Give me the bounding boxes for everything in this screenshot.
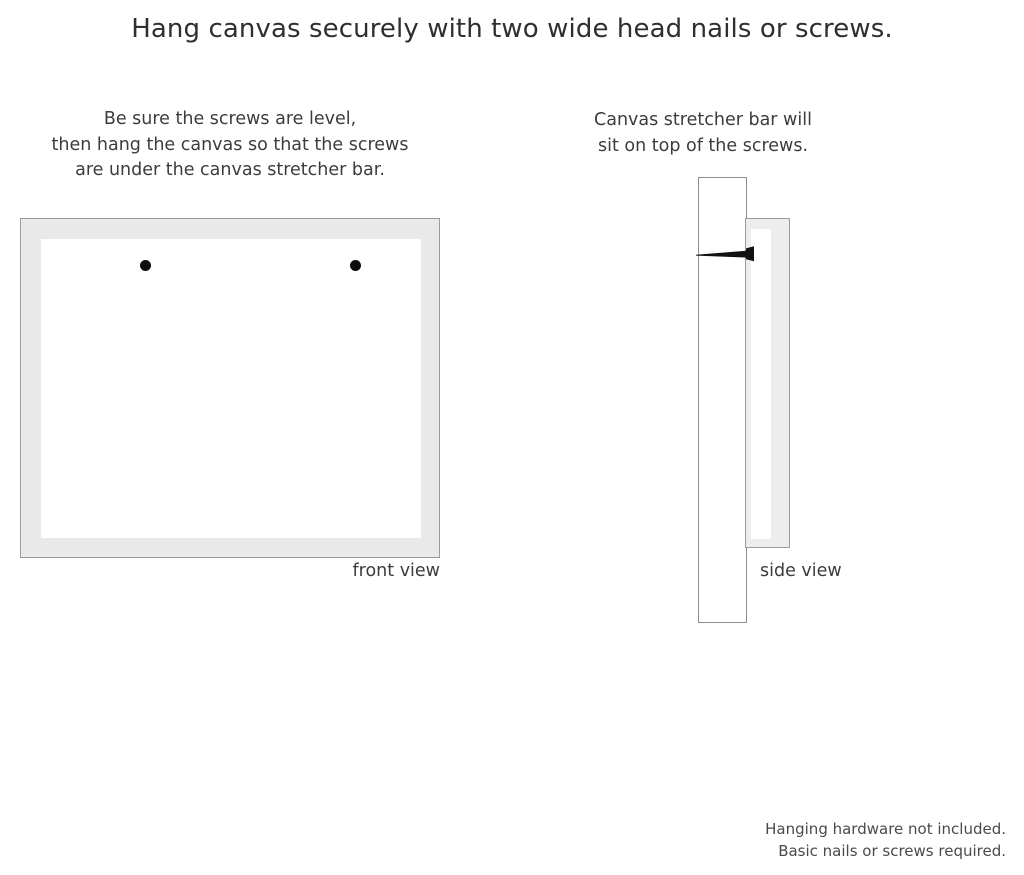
front-view-caption-line-2: then hang the canvas so that the screws [51,134,409,155]
front-view-caption-line-3: are under the canvas stretcher bar. [75,160,385,180]
side-view-label: side view [760,561,842,581]
stretcher-bar-cavity [751,229,771,539]
side-view-diagram [690,170,810,630]
footer-line-1: Hanging hardware not included. [765,820,1006,838]
front-view-label: front view [352,561,441,581]
canvas-cross-section [745,218,790,548]
canvas-face-front [41,239,421,538]
side-view-caption-line-2: sit on top of the screws. [597,135,809,156]
page-title: Hang canvas securely with two wide head … [131,14,893,44]
screw-head-right-icon [350,260,361,271]
front-view-caption: Be sure the screws are level, then hang … [20,107,440,184]
side-view-caption-line-1: Canvas stretcher bar will [594,110,812,130]
canvas-frame-front [20,218,440,558]
front-view-caption-line-1: Be sure the screws are level, [103,109,357,129]
wall-cross-section [698,177,747,623]
screw-side-icon [696,246,754,262]
front-view-diagram [20,218,440,558]
footer-disclaimer: Hanging hardware not included. Basic nai… [765,819,1006,862]
footer-line-2: Basic nails or screws required. [778,841,1006,860]
side-view-caption: Canvas stretcher bar will sit on top of … [553,108,853,159]
screw-head-left-icon [140,260,151,271]
